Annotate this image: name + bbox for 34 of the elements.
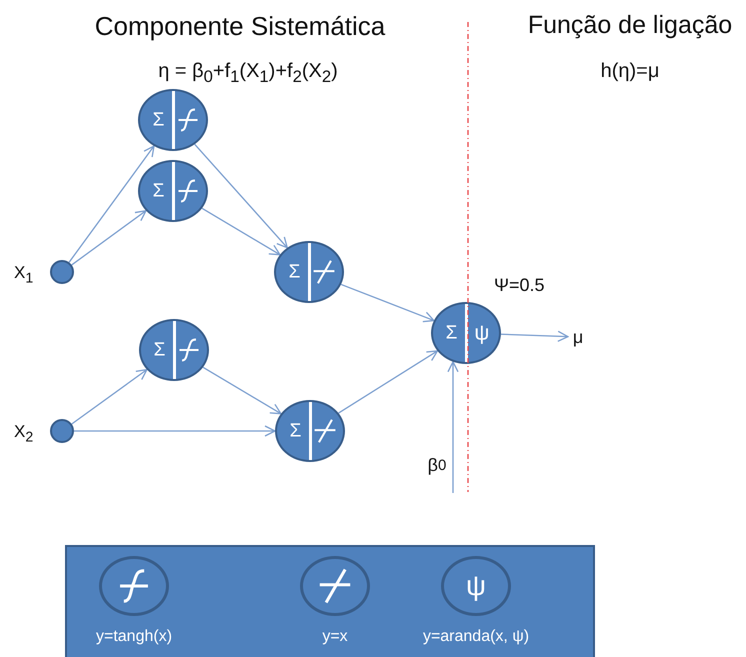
- node-symbol: Σ: [152, 182, 164, 200]
- node-symbol: Σ: [154, 340, 166, 360]
- section-heading: Função de ligação: [528, 12, 732, 40]
- node-symbol: Σ: [288, 262, 300, 282]
- arrow: [202, 208, 281, 256]
- neuron-node: [138, 160, 208, 222]
- node-symbol: Σ: [446, 324, 458, 342]
- section-heading: Componente Sistemática: [94, 12, 386, 41]
- node-symbol: Σ: [290, 422, 302, 440]
- arrow: [74, 425, 276, 437]
- node-symbol: ψ: [474, 322, 490, 344]
- arrow: [71, 368, 148, 424]
- arrow: [338, 350, 438, 414]
- arrow: [71, 210, 147, 266]
- node-annotation: y=aranda(x, ψ): [422, 629, 530, 645]
- arrow: [68, 145, 155, 263]
- node-symbol: Σ: [152, 110, 164, 130]
- node-annotation: Ψ=0.5: [494, 276, 545, 294]
- legend-panel: [65, 545, 595, 657]
- arrow: [340, 284, 435, 322]
- input-node: [50, 260, 74, 284]
- formula: η = β$_{0}$+f$_{1}$(X$_{1}$)+f$_{2}$(X$_{2}$): [158, 60, 338, 86]
- node-annotation: X$_{1}$: [14, 264, 34, 286]
- arrow: [447, 361, 459, 493]
- node-annotation: y=tangh(x): [96, 629, 172, 645]
- node-symbol: ψ: [466, 572, 486, 600]
- input-node: [50, 419, 74, 443]
- arrow: [194, 144, 288, 248]
- node-annotation: y=x: [322, 629, 348, 645]
- arrow: [202, 366, 282, 414]
- node-annotation: X$_{2}$: [14, 423, 34, 445]
- formula: h(η)=μ: [600, 60, 660, 82]
- node-text: μ: [568, 325, 588, 349]
- arrow: [500, 330, 569, 342]
